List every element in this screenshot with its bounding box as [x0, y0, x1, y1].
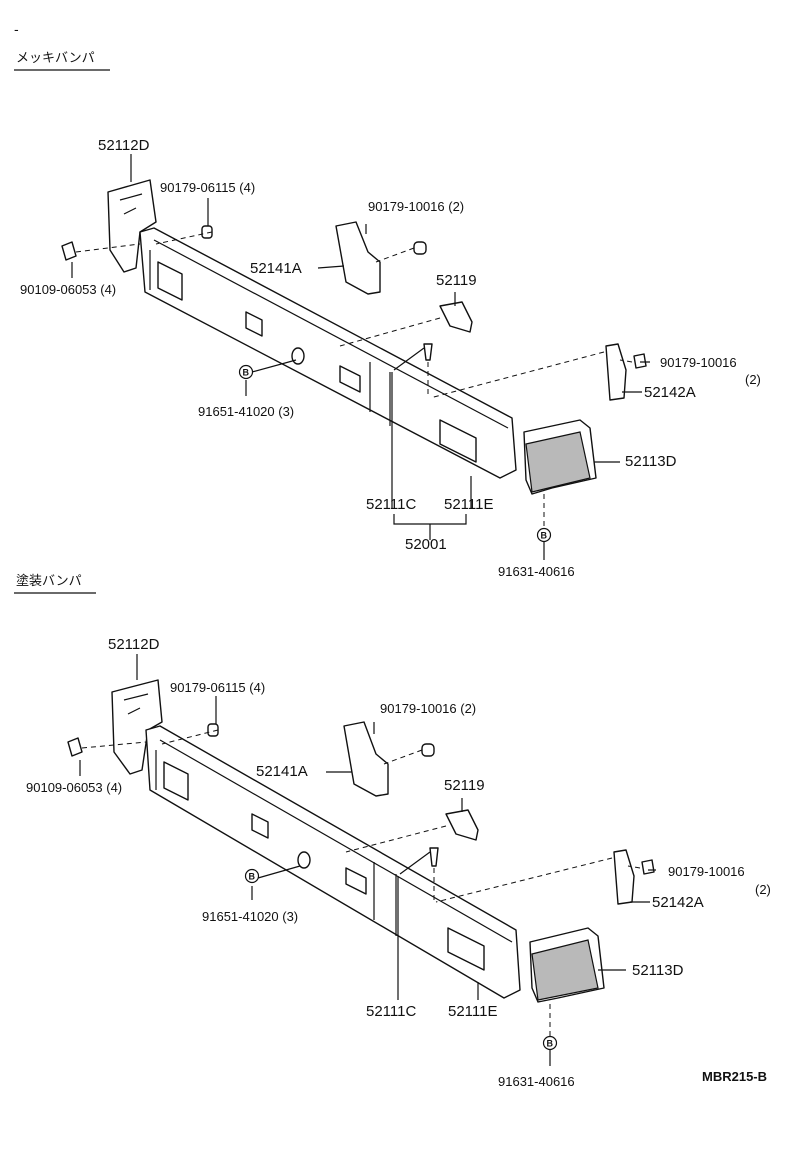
diagram-code: MBR215-B: [702, 1069, 768, 1084]
label-90179-06115-2: 90179-06115 (4): [170, 680, 266, 695]
label-90179-10016-a-2: 90179-10016 (2): [380, 701, 477, 716]
bracket-52141A-shape: [335, 221, 381, 295]
bumper-bar-ridge-2: [159, 739, 513, 943]
label-52111C: 52111C: [366, 496, 417, 513]
screw-90109-06053: [61, 241, 77, 261]
bracket-52119-shape: [439, 301, 473, 333]
label-52113D-2: 52113D: [632, 962, 684, 979]
nut-90179-10016-b: [633, 353, 647, 369]
bumper-end-left-shape: [107, 179, 157, 273]
label-qty-2-b: (2): [755, 882, 771, 897]
callout-b-91651-2: B: [249, 872, 256, 882]
label-90179-10016-a: 90179-10016 (2): [368, 199, 465, 214]
bumper-end-left-detail: [119, 193, 143, 215]
label-52111C-2: 52111C: [366, 1003, 417, 1020]
assembly-dashed-lines-2: [81, 729, 641, 1036]
callout-b-91651: B: [243, 368, 250, 378]
label-52111E-2: 52111E: [448, 1003, 498, 1020]
label-52119: 52119: [436, 272, 477, 289]
section-title-chrome: メッキバンパ: [16, 51, 95, 66]
label-90109-06053-2: 90109-06053 (4): [26, 780, 123, 795]
section-title-painted: 塗装バンパ: [16, 574, 82, 589]
nut-90179-10016-b-2: [641, 859, 655, 875]
label-91651-41020: 91651-41020 (3): [198, 404, 295, 419]
callout-circle-91651: [238, 364, 254, 380]
callout-b-91631: B: [541, 531, 548, 541]
bracket-52141A-shape-2: [343, 721, 389, 797]
bumper-bar-panel-lines-2: [155, 750, 397, 936]
bar-slot-center-left: [245, 311, 263, 337]
callout-b-91631-2: B: [547, 1039, 554, 1049]
nut-90179-10016-a-2: [421, 743, 435, 757]
bolt-52111-2: [429, 847, 439, 867]
label-91631-40616-2: 91631-40616: [498, 1074, 575, 1089]
bumper-bar-ridge: [153, 239, 509, 429]
leader-lines-2: [79, 654, 656, 1066]
painted-bumper-exploded-view: B B: [67, 654, 656, 1066]
callout-circle-91651-2: [244, 868, 260, 884]
bar-slot-center: [339, 365, 361, 393]
callout-circle-91631: [536, 527, 552, 543]
label-52111E: 52111E: [444, 496, 494, 513]
label-91651-41020-2: 91651-41020 (3): [202, 909, 299, 924]
leader-lines: [71, 154, 650, 560]
label-52119-2: 52119: [444, 777, 485, 794]
nut-90179-10016-a: [413, 241, 427, 255]
label-90109-06053: 90109-06053 (4): [20, 282, 117, 297]
label-52112D-2: 52112D: [108, 636, 160, 653]
label-qty-2: (2): [745, 372, 761, 387]
chrome-bumper-exploded-view: B B: [61, 154, 650, 560]
label-52142A: 52142A: [644, 384, 696, 401]
label-52113D: 52113D: [625, 453, 677, 470]
label-52142A-2: 52142A: [652, 894, 704, 911]
bolt-52111: [423, 343, 433, 361]
bumper-bar-shape-2: [145, 725, 521, 999]
top-mark: -: [14, 23, 19, 38]
bar-slot-center-2: [345, 867, 367, 895]
label-90179-10016-b: 90179-10016: [660, 355, 737, 370]
bar-slot-center-left-2: [251, 813, 269, 839]
bumper-bar-shape: [139, 227, 517, 479]
label-52141A: 52141A: [250, 260, 302, 277]
callout-circle-91631-2: [542, 1035, 558, 1051]
label-91631-40616: 91631-40616: [498, 564, 575, 579]
label-90179-06115: 90179-06115 (4): [160, 180, 256, 195]
bumper-end-right-shading-2: [531, 939, 599, 1001]
label-52001: 52001: [405, 536, 447, 553]
screw-90109-06053-2: [67, 737, 83, 757]
bumper-bar-panel-lines: [149, 250, 391, 426]
bar-slot-right-2: [447, 927, 485, 971]
bracket-52142A-shape: [605, 343, 627, 401]
bracket-52142A-shape-2: [613, 849, 635, 905]
bar-bolt-hole: [291, 347, 305, 365]
bar-bolt-hole-2: [297, 851, 311, 869]
assembly-dashed-lines: [75, 231, 633, 528]
label-90179-10016-b-2: 90179-10016: [668, 864, 745, 879]
bracket-52119-shape-2: [445, 809, 479, 841]
bumper-end-left-shape-2: [111, 679, 163, 775]
bar-slot-left: [157, 261, 183, 301]
label-52141A-2: 52141A: [256, 763, 308, 780]
bar-slot-right: [439, 419, 477, 463]
label-52112D: 52112D: [98, 137, 150, 154]
bar-slot-left-2: [163, 761, 189, 801]
bumper-end-right-shading: [525, 431, 591, 493]
bumper-end-left-detail-2: [123, 693, 149, 715]
